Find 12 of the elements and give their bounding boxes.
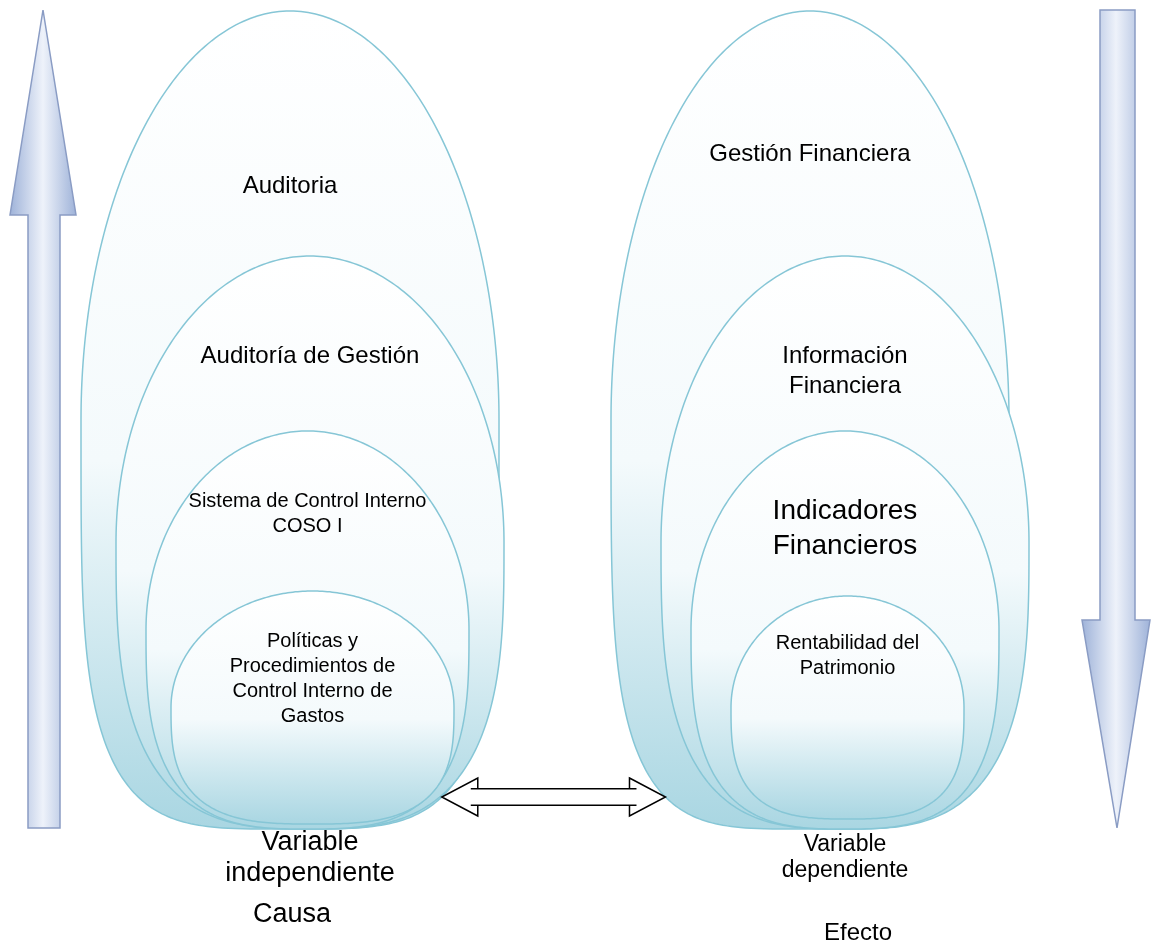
variable-caption: Variable independiente [224,826,396,889]
ellipse-label: Rentabilidad del Patrimonio [774,630,921,680]
ellipse-label: Auditoría de Gestión [199,340,421,370]
variable-caption: Causa [251,898,332,930]
ellipse-label: Información Financiera [781,340,909,400]
ellipse-label: Indicadores Financieros [771,493,919,562]
variable-caption: Efecto [822,918,893,946]
ellipse-label: Gestión Financiera [708,138,912,168]
variable-caption: Variable dependiente [780,830,910,883]
ellipse-label: Políticas y Procedimientos de Control Interno de Gastos [228,628,397,728]
ellipse-label: Sistema de Control Interno COSO I [187,488,428,538]
ellipse-label: Auditoria [241,170,339,200]
